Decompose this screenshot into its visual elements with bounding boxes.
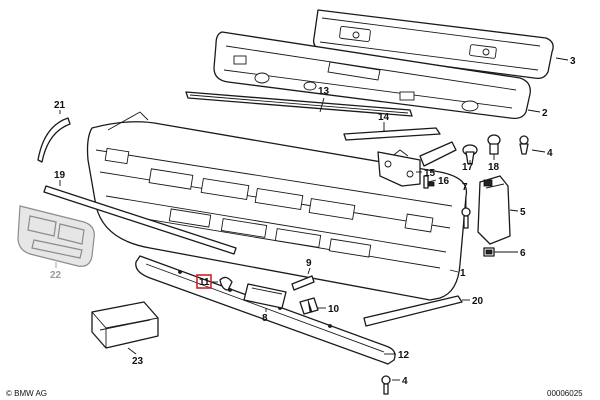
part-6-clip-nut [483,247,495,257]
callout-3[interactable]: 3 [570,56,576,67]
callout-4-top[interactable]: 4 [547,148,553,159]
part-20-lower-trim-strip [363,295,463,327]
callout-2[interactable]: 2 [542,108,548,119]
part-9-bracket-clip [291,275,315,291]
callout-1[interactable]: 1 [460,268,466,279]
callout-11-highlight [196,274,212,289]
part-22-licence-plate-base [17,205,95,267]
callout-15[interactable]: 15 [424,168,436,179]
callout-17[interactable]: 17 [462,162,474,173]
callout-5[interactable]: 5 [520,207,526,218]
part-5-side-bracket [477,175,511,245]
part-13-upper-trim-strip [185,91,413,117]
part-12-spoiler-lip [135,255,396,365]
part-19-moulding-strip [43,185,237,255]
callout-21[interactable]: 21 [54,100,66,111]
callout-7[interactable]: 7 [462,182,468,193]
callout-20[interactable]: 20 [472,296,484,307]
callout-11[interactable]: 11 [199,277,210,288]
part-14-side-trim-strip [343,127,441,141]
callout-8[interactable]: 8 [262,313,268,324]
callout-9[interactable]: 9 [306,258,312,269]
callout-13[interactable]: 13 [318,86,330,97]
callout-18[interactable]: 18 [488,162,500,173]
part-15-mounting-bracket [377,141,457,187]
leader-lines [55,57,569,381]
callout-16[interactable]: 16 [438,176,450,187]
part-18-nut [487,134,501,155]
callout-12[interactable]: 12 [398,350,410,361]
part-4-screw-bottom [381,375,391,395]
callout-4-bottom[interactable]: 4 [402,376,408,387]
part-8-tow-hook-cover [243,283,287,309]
callout-6[interactable]: 6 [520,248,526,259]
part-10-retaining-clip [299,297,319,315]
callout-23[interactable]: 23 [132,356,144,367]
part-21-corner-moulding [37,117,71,163]
part-17-expanding-rivet [462,144,478,165]
callout-14[interactable]: 14 [378,112,390,123]
callout-19[interactable]: 19 [54,170,66,181]
part-1-front-bumper-cover [86,111,468,301]
drawing-number: 00006025 [547,389,583,398]
part-11-cap [219,276,233,291]
part-23-repair-kit [91,301,159,349]
footer: © BMW AG 00006025 [6,389,583,398]
part-3-bumper-shell [312,9,554,80]
callout-10[interactable]: 10 [328,304,340,315]
part-2-bumper-carrier [213,31,531,120]
callout-labels: 3 2 4 1 5 6 7 8 9 10 11 12 13 14 15 16 1… [50,56,576,387]
part-4-screw-top [519,135,529,155]
copyright-text: © BMW AG [6,389,47,398]
callout-22[interactable]: 22 [50,270,62,281]
